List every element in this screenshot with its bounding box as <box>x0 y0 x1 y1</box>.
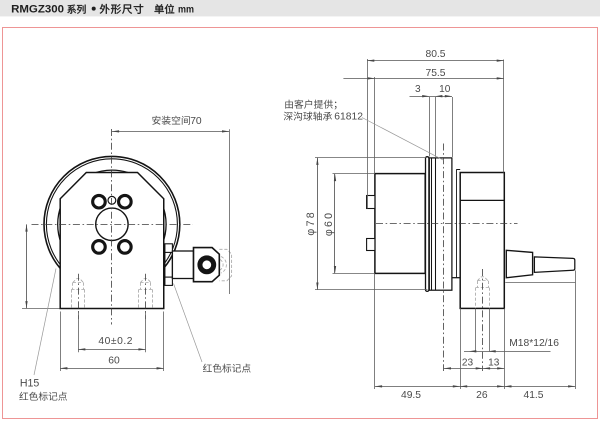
svg-text:mm: mm <box>178 4 194 16</box>
svg-text:75.5: 75.5 <box>425 68 445 79</box>
svg-text:40±0.2: 40±0.2 <box>98 336 133 347</box>
svg-text:3: 3 <box>415 84 421 95</box>
svg-text:23: 23 <box>462 357 474 368</box>
svg-text:10: 10 <box>439 84 451 95</box>
svg-text:φ78: φ78 <box>305 210 317 236</box>
svg-text:60: 60 <box>108 356 120 367</box>
svg-text:26: 26 <box>476 390 488 401</box>
svg-text:80.5: 80.5 <box>425 49 445 60</box>
svg-text:61812: 61812 <box>334 112 363 123</box>
svg-text:41.5: 41.5 <box>523 390 543 401</box>
svg-text:70: 70 <box>190 116 202 127</box>
svg-text:H15: H15 <box>20 377 40 389</box>
svg-text:φ60: φ60 <box>323 211 335 237</box>
svg-text:RMGZ300: RMGZ300 <box>11 4 64 16</box>
svg-text:M18*12/16: M18*12/16 <box>509 338 559 349</box>
svg-text:49.5: 49.5 <box>401 390 421 401</box>
svg-text:13: 13 <box>488 357 500 368</box>
